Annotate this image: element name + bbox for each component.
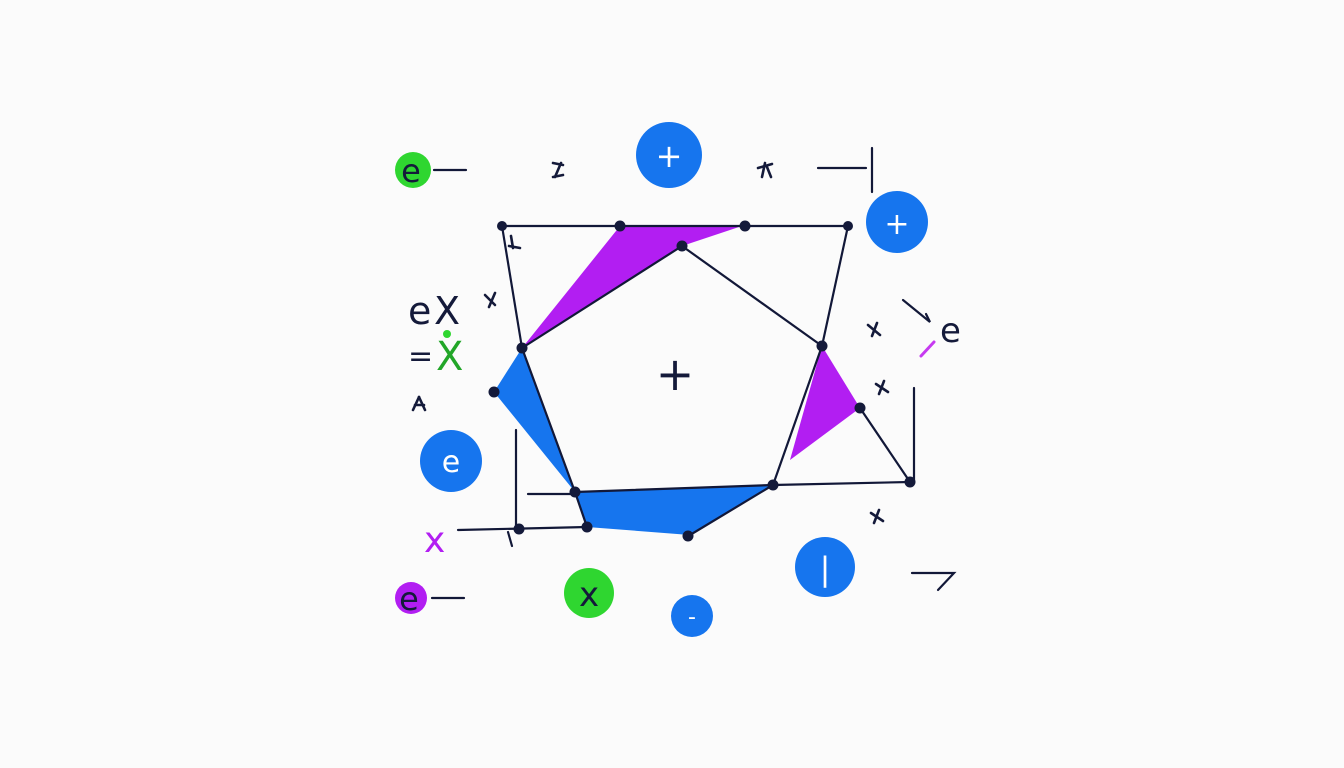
star-mark — [483, 291, 497, 309]
equals-sign: = — [408, 339, 433, 374]
edge-blue-left — [573, 490, 589, 529]
svg-text:x: x — [579, 575, 599, 615]
edge-bottom-slant — [688, 483, 775, 537]
edge-pent-bottom — [573, 483, 775, 494]
right-e-label: e — [940, 311, 961, 351]
edge-right-base — [771, 480, 912, 487]
svg-text:+: + — [884, 207, 909, 242]
ex-label-e: e — [408, 289, 431, 333]
e-badge-green: e — [395, 152, 431, 190]
vertex — [676, 240, 688, 252]
vertex — [581, 521, 593, 533]
blue-region-bottom — [575, 485, 773, 535]
vertex — [767, 479, 779, 491]
green-dot — [443, 330, 451, 338]
vertex — [569, 486, 581, 498]
vertex — [816, 340, 828, 352]
vertex — [682, 530, 694, 542]
magenta-x-label: x — [424, 520, 445, 561]
vertex — [516, 342, 528, 354]
edge-pent-top-left — [520, 244, 684, 350]
magenta-accent — [919, 340, 936, 358]
magenta-region-right — [790, 346, 860, 460]
svg-text:e: e — [399, 580, 419, 618]
star-mark — [756, 161, 774, 179]
magenta-region-top — [522, 226, 742, 348]
minus-badge-bottom: - — [671, 595, 713, 637]
vertices — [488, 220, 916, 542]
star-mark — [866, 321, 882, 338]
e-badge-magenta: e — [395, 580, 427, 618]
star-mark — [507, 234, 522, 250]
vertex — [739, 220, 751, 232]
tick-marks — [411, 161, 890, 525]
svg-text:e: e — [401, 152, 421, 190]
svg-text:|: | — [820, 550, 831, 588]
edge-right-arrow — [901, 298, 931, 323]
star-mark — [869, 508, 885, 525]
edge-bottom-right-hook — [910, 571, 957, 592]
vertex — [513, 523, 525, 535]
vertex — [614, 220, 626, 232]
svg-text:-: - — [688, 605, 696, 630]
x-badge-green: x — [564, 568, 614, 618]
ex-label-x: X — [434, 289, 460, 333]
edge-pent-top-right — [680, 244, 824, 348]
svg-text:e: e — [442, 445, 460, 480]
center-plus-symbol: + — [656, 347, 695, 401]
vertex — [497, 221, 507, 231]
edge-bottom-tick — [506, 530, 514, 548]
plus-badge-right: + — [866, 191, 928, 253]
vertex — [843, 221, 853, 231]
edge-right-frame — [820, 224, 850, 348]
edges — [430, 146, 957, 600]
star-mark — [551, 161, 565, 179]
star-mark — [411, 395, 427, 412]
e-badge-left: e — [420, 430, 482, 492]
svg-text:+: + — [656, 137, 683, 175]
vertex — [904, 476, 916, 488]
edge-right-slant — [858, 406, 912, 484]
bar-badge-bottom: | — [795, 537, 855, 597]
edge-pent-left — [520, 346, 577, 494]
edge-left-frame — [500, 224, 524, 350]
green-x-label: X — [436, 334, 463, 380]
vertex — [488, 386, 500, 398]
blue-region-left — [494, 348, 575, 492]
vertex — [854, 402, 866, 414]
star-mark — [874, 379, 890, 396]
edge-pent-right — [771, 344, 824, 487]
plus-badge-top: + — [636, 122, 702, 188]
